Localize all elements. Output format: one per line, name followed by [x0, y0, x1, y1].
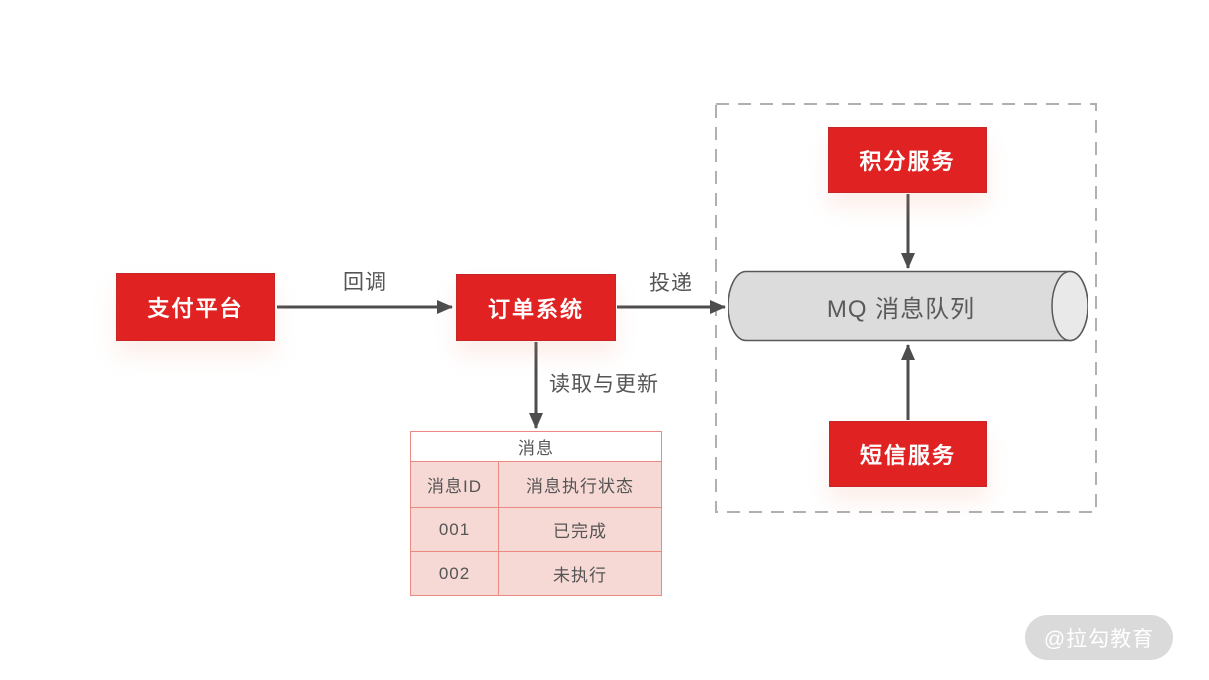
- table-row: 002 未执行: [410, 551, 662, 596]
- node-order-system: 订单系统: [456, 274, 616, 341]
- message-table-title: 消息: [410, 431, 662, 462]
- node-payment-platform-label: 支付平台: [147, 296, 244, 321]
- node-mq-queue: MQ 消息队列: [727, 270, 1089, 342]
- message-table-col-id: 消息ID: [410, 461, 499, 508]
- node-payment-platform: 支付平台: [116, 273, 275, 341]
- message-id-cell: 002: [410, 551, 499, 596]
- node-points-service-label: 积分服务: [859, 149, 956, 174]
- node-order-system-label: 订单系统: [487, 296, 584, 322]
- node-sms-service-label: 短信服务: [859, 443, 956, 468]
- edge-label-callback: 回调: [343, 271, 387, 294]
- mq-cylinder-shape: [727, 270, 1089, 342]
- message-status-cell: 已完成: [498, 507, 662, 552]
- message-status-cell: 未执行: [498, 551, 662, 596]
- edge-label-read-update: 读取与更新: [549, 373, 659, 396]
- table-row: 001 已完成: [410, 507, 662, 552]
- message-table-col-status: 消息执行状态: [498, 461, 662, 508]
- message-table-header-row: 消息ID 消息执行状态: [410, 461, 662, 508]
- watermark-badge: @拉勾教育: [1025, 615, 1173, 660]
- node-sms-service: 短信服务: [829, 421, 987, 487]
- message-table: 消息 消息ID 消息执行状态 001 已完成 002 未执行: [410, 431, 662, 596]
- node-mq-queue-label: MQ 消息队列: [826, 295, 976, 323]
- edge-label-deliver: 投递: [649, 272, 693, 295]
- message-id-cell: 001: [410, 507, 499, 552]
- message-table-title-row: 消息: [410, 431, 662, 462]
- node-points-service: 积分服务: [828, 127, 987, 193]
